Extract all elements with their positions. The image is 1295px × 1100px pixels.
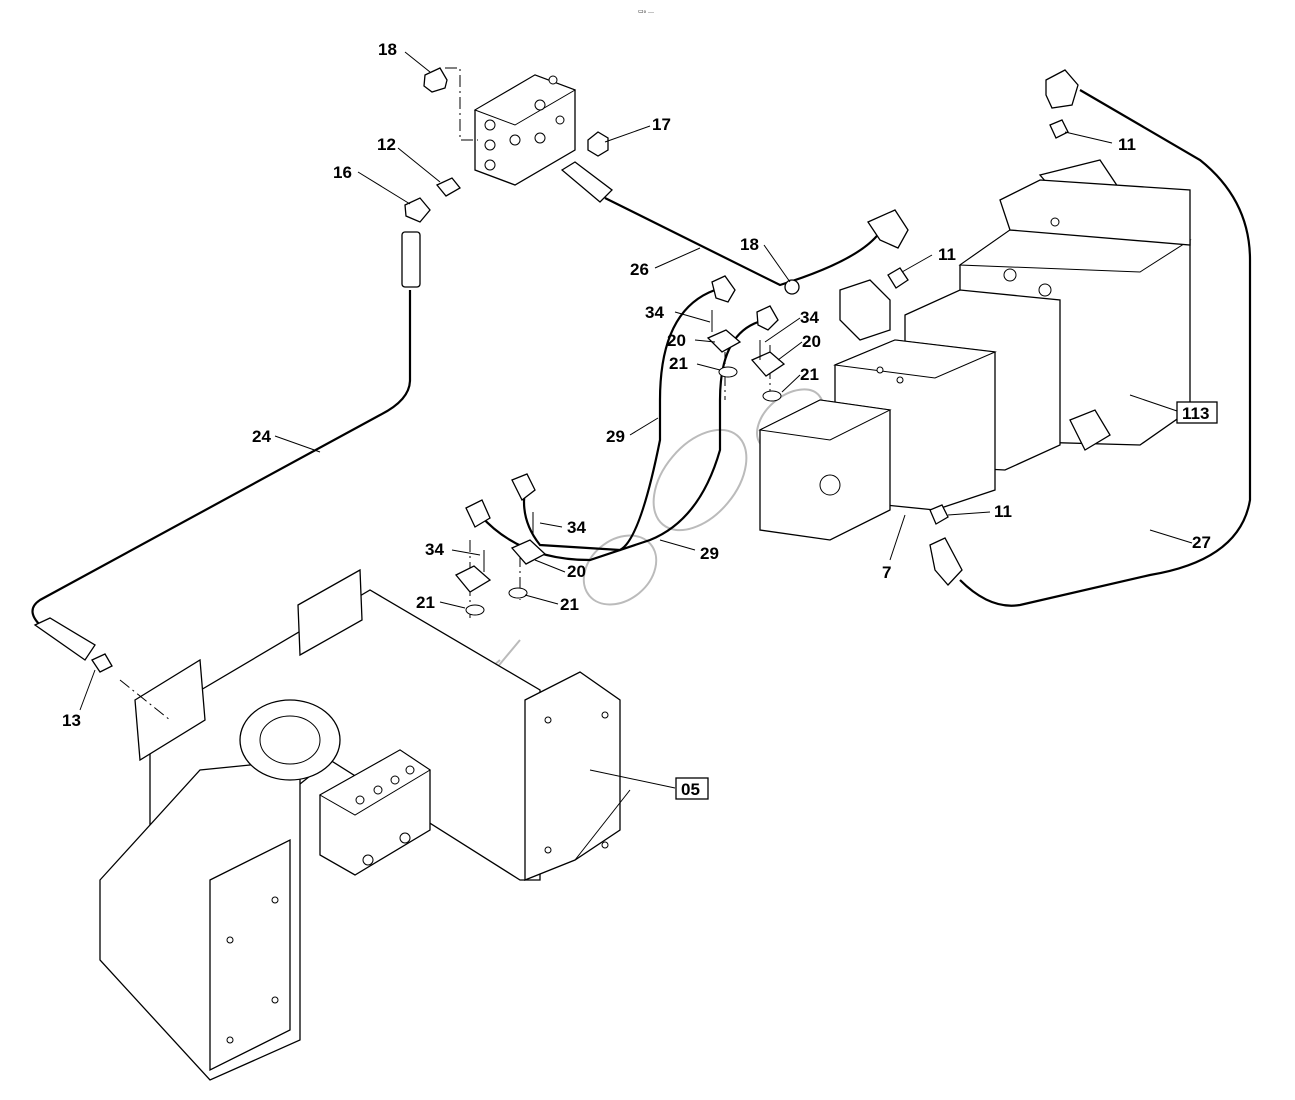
callout-34-a: 34: [645, 303, 664, 322]
callout-21-c: 21: [416, 593, 435, 612]
hose-27: [959, 89, 1252, 607]
adapter-11-top: [1049, 119, 1069, 139]
callout-20-c: 20: [567, 562, 586, 581]
hose-29a: [522, 288, 716, 552]
callout-27: 27: [1192, 533, 1211, 552]
flange-half-20a: [706, 329, 742, 353]
assembly-05-box: [675, 777, 709, 800]
callout-34-c: 34: [567, 518, 586, 537]
callout-7: 7: [882, 563, 891, 582]
plug-17: [587, 131, 609, 157]
callout-18-middle: 18: [740, 235, 759, 254]
callout-20-a: 20: [667, 331, 686, 350]
elbow-29a-bottom: [511, 473, 536, 501]
callout-21-b: 21: [800, 365, 819, 384]
callout-16: 16: [333, 163, 352, 182]
callout-18-top: 18: [378, 40, 397, 59]
callout-11-lower: 11: [994, 502, 1012, 521]
callout-34-b: 34: [800, 308, 819, 327]
callout-20-b: 20: [802, 332, 821, 351]
elbow-27-top: [1045, 69, 1079, 109]
flange-half-20c: [454, 565, 492, 593]
callout-24: 24: [252, 427, 271, 446]
elbow-29b-bottom: [465, 499, 491, 528]
callout-29-a: 29: [606, 427, 625, 446]
hose-24-end: [401, 231, 421, 288]
elbow-27-lower: [929, 537, 963, 586]
assembly-05-label: 05: [681, 780, 700, 799]
flange-half-20d: [510, 539, 547, 565]
elbow-16: [404, 197, 431, 223]
hose-24: [31, 290, 412, 626]
callout-13: 13: [62, 711, 81, 730]
elbow-29a-top: [711, 275, 736, 303]
o-ring-21c: [465, 604, 485, 616]
fittings: [33, 67, 1079, 673]
assembly-113-label: 113: [1182, 404, 1209, 423]
callout-26: 26: [630, 260, 649, 279]
hose-26: [604, 197, 881, 287]
pump-assembly: [758, 159, 1192, 541]
plug-18-middle: [784, 279, 800, 295]
callout-21-a: 21: [669, 354, 688, 373]
frame-assembly: [99, 568, 631, 1081]
callout-17: 17: [652, 115, 671, 134]
header-mark: ▭₀ …: [638, 8, 654, 15]
callout-21-d: 21: [560, 595, 579, 614]
adapter-11-middle: [887, 267, 909, 289]
elbow-26-right: [867, 209, 909, 249]
adapter-12: [435, 177, 461, 197]
hose-26-end: [560, 161, 613, 203]
distribution-block: [445, 67, 577, 186]
flange-half-20b: [750, 351, 786, 377]
assembly-113-box: [1176, 401, 1218, 424]
callout-11-middle: 11: [938, 245, 956, 264]
callout-12: 12: [377, 135, 396, 154]
o-ring-21a: [718, 366, 738, 378]
adapter-11-lower: [929, 504, 949, 525]
elbow-29b-top: [756, 305, 779, 331]
callout-29-b: 29: [700, 544, 719, 563]
adapter-13: [91, 653, 113, 673]
o-ring-21d: [508, 587, 528, 599]
callout-labels: 18 12 16 17 11 18 11 26 34 34 20 20 21 2…: [62, 40, 1218, 800]
hose-24-lower-end: [33, 617, 96, 661]
o-ring-21b: [762, 390, 782, 402]
leader-lines: [79, 51, 1193, 789]
plug-18-top: [423, 67, 448, 93]
callout-34-d: 34: [425, 540, 444, 559]
callout-11-top: 11: [1118, 135, 1136, 154]
